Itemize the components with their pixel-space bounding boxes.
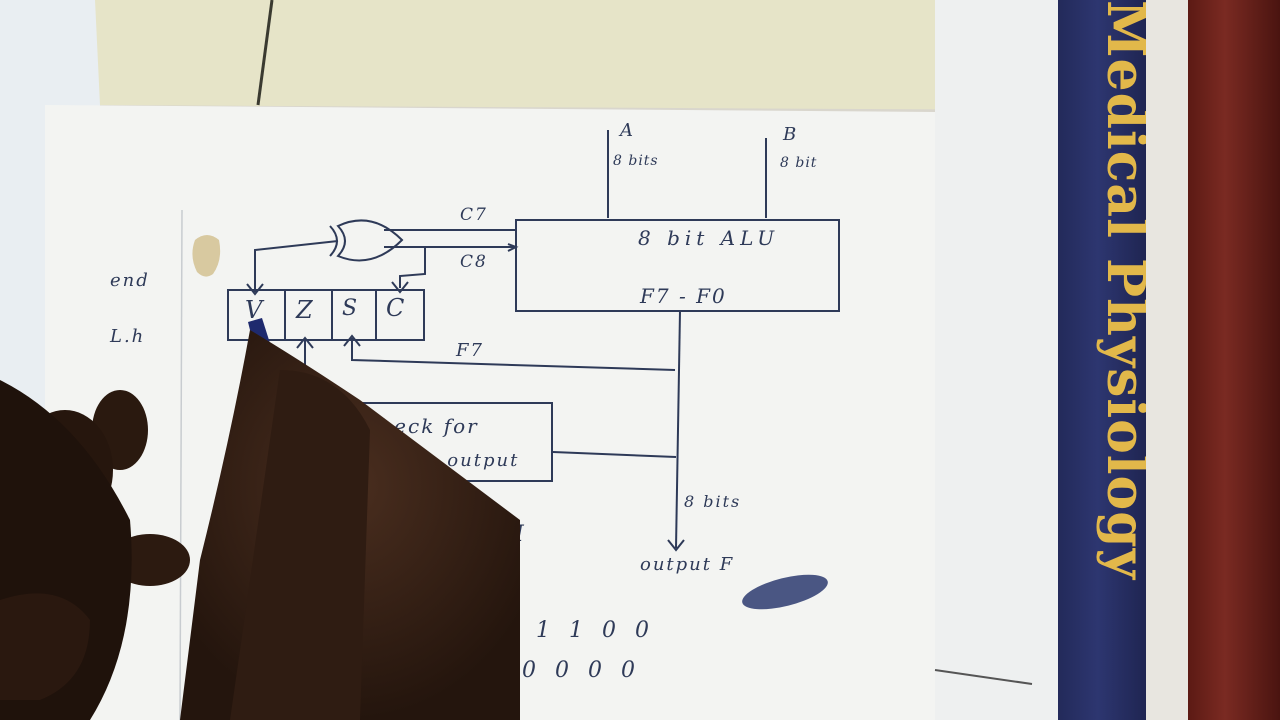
carry-c7-label: C7	[460, 205, 488, 225]
carry-arrowhead	[391, 281, 409, 294]
overflow-arrowhead	[246, 283, 264, 296]
input-b-label: B	[783, 124, 799, 145]
alu-label: 8 bit ALU	[638, 226, 780, 250]
input-b-width: 8 bit	[780, 155, 818, 171]
left-hand-knuckles	[0, 593, 90, 700]
page-edge-line	[934, 669, 1033, 685]
sign-wire	[351, 338, 676, 371]
page-fold-line	[256, 0, 274, 106]
paper-stain	[192, 235, 221, 277]
output-bus	[675, 310, 681, 549]
xor-gate	[336, 219, 404, 262]
input-a-width: 8 bits	[613, 153, 659, 169]
book-pages-edge	[1146, 0, 1188, 720]
carry-c8-label: C8	[460, 252, 488, 272]
carry-wire	[399, 247, 426, 288]
top-page	[95, 0, 1060, 110]
bottom-bits-row1: 1 1 0 0	[536, 618, 655, 643]
right-page	[935, 0, 1060, 720]
margin-note-1: end	[110, 270, 150, 291]
hand-finger	[230, 370, 370, 720]
zero-check-wire	[552, 451, 677, 458]
flag-s: S	[342, 296, 360, 321]
alu-output-range: F7 - F0	[640, 284, 727, 308]
alu-box	[515, 219, 840, 312]
flag-z: Z	[296, 296, 315, 324]
flag-v: V	[245, 296, 265, 324]
output-width: 8 bits	[684, 492, 742, 511]
overflow-wire	[254, 240, 339, 292]
margin-note-2: L.h	[110, 326, 146, 347]
c8-arrowhead	[507, 243, 519, 252]
sign-line-label: F7	[456, 340, 484, 361]
bottom-bits-row2: 0 0 0 0	[522, 658, 641, 683]
sign-arrowhead	[343, 334, 361, 347]
ink-scribble	[742, 574, 828, 610]
output-arrowhead	[667, 539, 685, 552]
physiology-book-spine: Medical Physiology	[1058, 0, 1146, 720]
margin-line	[179, 209, 183, 720]
output-label: output F	[640, 554, 735, 575]
input-a-label: A	[620, 120, 635, 141]
flag-c: C	[386, 294, 407, 322]
flag-register	[227, 289, 425, 341]
red-book	[1188, 0, 1280, 720]
zero-arrowhead	[296, 336, 314, 349]
